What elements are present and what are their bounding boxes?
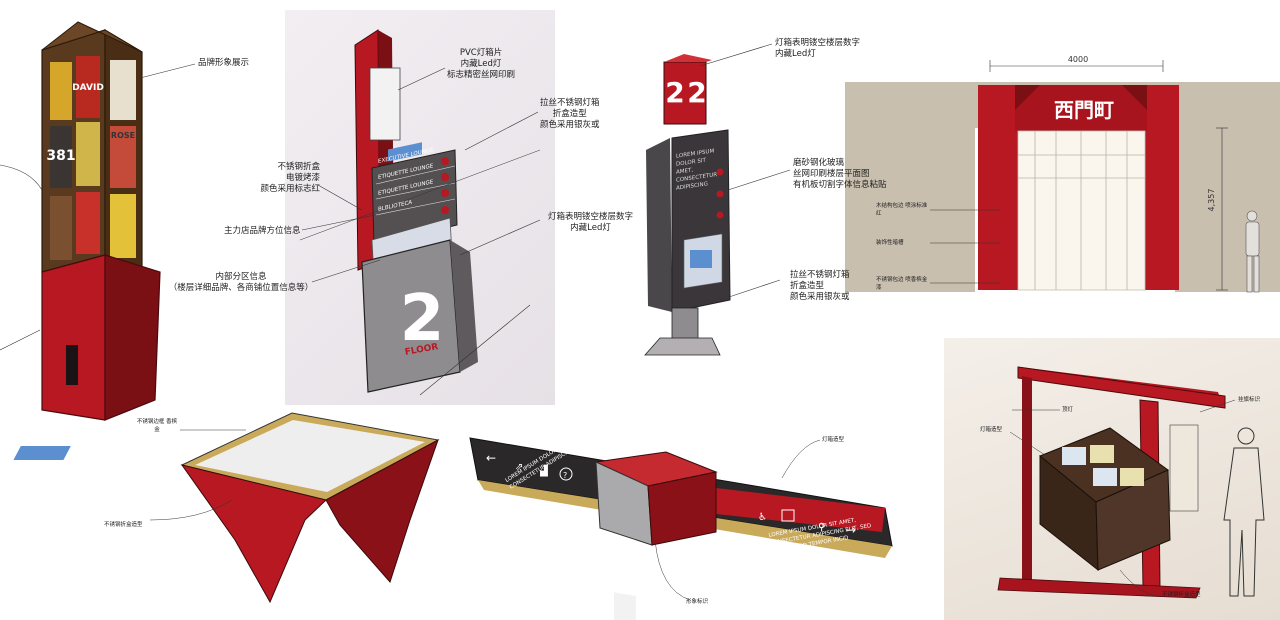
floor-column: 2 2 [644, 43, 791, 356]
totem-floor-number: 2 [400, 282, 445, 356]
gate-elevation: 西門町 4000 4,357 [845, 55, 1280, 293]
elevator-icon [781, 509, 795, 522]
stairs-icon: ▟ [539, 464, 548, 477]
person-silhouette-portal [1223, 427, 1265, 597]
callout-stainless-box: 不锈钢折盒 电镀烤漆 颜色采用标志红 [260, 162, 320, 194]
help-icon [559, 467, 573, 481]
callout-portal-toplight: 顶灯 [1062, 407, 1074, 413]
callout-brushed-lightbox: 拉丝不锈钢灯箱 折盒造型 颜色采用银灰或 [540, 98, 600, 130]
callout-gate-steel: 不锈钢包边 喷香槟金漆 [876, 277, 928, 291]
callout-beam-logo: 形象标识 [686, 599, 709, 605]
callout-beam-lightbox: 灯箱造型 [822, 437, 845, 443]
svg-text:?: ? [563, 471, 567, 480]
poster-text-rose: ROSE [111, 131, 135, 140]
callout-portal-lightbox: 灯箱造型 [980, 427, 1003, 433]
column-floor-number-left: 2 [665, 76, 684, 109]
callout-column-glass: 磨砂钢化玻璃 丝网印刷楼层平面图 有机板切割字体信息粘贴 [793, 158, 887, 190]
callout-kiosk-frame: 不锈钢边框 香槟金 [136, 419, 178, 433]
callout-gate-wood: 木结构包边 喷涂标准红 [876, 203, 928, 217]
callout-main-brands: 主力店品牌方位信息 [224, 226, 301, 236]
callout-portal-banner: 挂旗标识 [1238, 397, 1261, 403]
arrow-right-icon: → [846, 523, 856, 537]
column-floor-number-right: 2 [687, 76, 706, 109]
wheelchair-icon: ♿ [758, 512, 767, 523]
callout-zones: 内部分区信息 （楼层详细品牌、各商铺位置信息等） [168, 272, 314, 293]
callout-pvc-lightbox: PVC灯箱片 内藏Led灯 标志精密丝网印刷 [447, 48, 516, 80]
poster-text-david: DAVID [72, 83, 104, 93]
callout-portal-box: 不锈钢折盒造型 [1162, 592, 1201, 598]
kiosk-table [13, 412, 440, 604]
callout-gate-groove: 装饰性暗槽 [876, 240, 904, 246]
arrow-left-icon: ← [486, 451, 496, 465]
column-lorem: LOREM IPSUM DOLOR SIT AMET, CONSECTETUR … [676, 148, 718, 192]
callout-kiosk-box: 不锈钢折盒造型 [104, 522, 143, 528]
portal-frame [997, 366, 1265, 599]
escalator-icon: ⇗ [515, 462, 523, 473]
callout-lightbox-floor-number: 灯箱表明镂空楼层数字 内藏Led灯 [548, 212, 634, 233]
callout-column-steel: 拉丝不锈钢灯箱 折盒造型 颜色采用银灰或 [790, 270, 850, 302]
beam-sign: ← ⇗ ▟ ? ♿ ⚲ → [469, 437, 893, 620]
person-silhouette-gate [1245, 210, 1260, 293]
poster-text-381: 381 [46, 148, 75, 164]
gate-brand-text: 西門町 [1054, 98, 1114, 122]
gate-dimension-width: 4000 [1068, 55, 1088, 64]
floor-totem: 2 FLOOR [299, 29, 541, 396]
restroom-icon: ⚲ [818, 522, 825, 533]
callout-column-top: 灯箱表明镂空楼层数字 内藏Led灯 [775, 38, 861, 59]
brand-tower: DAVID 381 ROSE [0, 21, 196, 421]
callout-brand-display: 品牌形象展示 [198, 58, 250, 68]
gate-dimension-height: 4,357 [1207, 189, 1216, 212]
